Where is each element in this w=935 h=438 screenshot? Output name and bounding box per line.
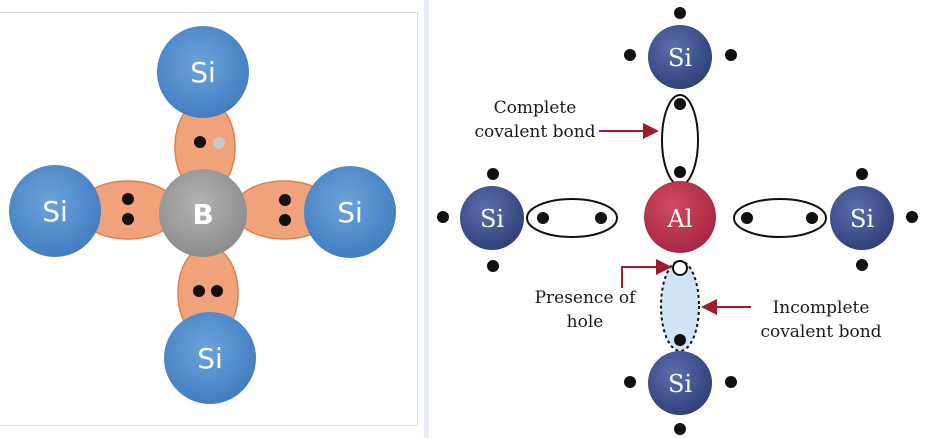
electron <box>211 285 223 297</box>
boron-label: B <box>192 198 213 231</box>
si-atom-bottom: Si <box>164 312 256 404</box>
complete-bond-right <box>733 198 827 238</box>
si-right-label: Si <box>850 205 874 233</box>
left-diagram-panel: Si Si Si Si B <box>0 0 425 438</box>
si-bottom-label: Si <box>197 342 223 375</box>
si-right-label: Si <box>337 196 363 229</box>
boron-bonding-diagram: Si Si Si Si B <box>9 26 396 404</box>
electron <box>193 285 205 297</box>
incomplete-bond-label-line1: Incomplete <box>773 298 870 318</box>
complete-bond-label-line1: Complete <box>494 98 577 118</box>
si-bottom-label: Si <box>668 370 692 398</box>
boron-atom: B <box>159 169 247 257</box>
si-atom-right-right: Si <box>830 186 894 250</box>
si-atom-top-right: Si <box>648 25 712 89</box>
si-atom-top: Si <box>157 26 249 118</box>
hole-label-line2: hole <box>567 312 604 332</box>
hole-label-line1: Presence of <box>535 288 638 308</box>
hole-arrow <box>621 259 672 288</box>
right-diagram-panel: Si Si Si Si Al <box>429 0 935 438</box>
incomplete-bond-label-line2: covalent bond <box>760 322 881 342</box>
electron <box>279 194 291 206</box>
electron <box>122 193 134 205</box>
si-atom-bottom-right: Si <box>648 351 712 415</box>
electron <box>279 214 291 226</box>
bond-electrons <box>537 98 818 346</box>
hole-electron <box>213 137 225 149</box>
complete-bond-left <box>526 198 618 238</box>
si-atom-right: Si <box>304 166 396 258</box>
aluminium-atom: Al <box>644 181 716 253</box>
si-atom-left-right: Si <box>460 186 524 250</box>
aluminium-label: Al <box>666 205 692 233</box>
electron <box>122 213 134 225</box>
aluminium-bonding-diagram: Si Si Si Si Al <box>437 7 918 435</box>
outer-electrons <box>437 7 918 435</box>
complete-bond-label-line2: covalent bond <box>474 122 595 142</box>
si-left-label: Si <box>42 195 68 228</box>
si-left-label: Si <box>480 205 504 233</box>
si-atom-left: Si <box>9 165 101 257</box>
si-top-label: Si <box>668 44 692 72</box>
electron <box>194 136 206 148</box>
left-panel-frame <box>0 12 418 426</box>
panel-divider <box>424 0 429 438</box>
si-top-label: Si <box>190 56 216 89</box>
hole-marker <box>672 260 688 276</box>
